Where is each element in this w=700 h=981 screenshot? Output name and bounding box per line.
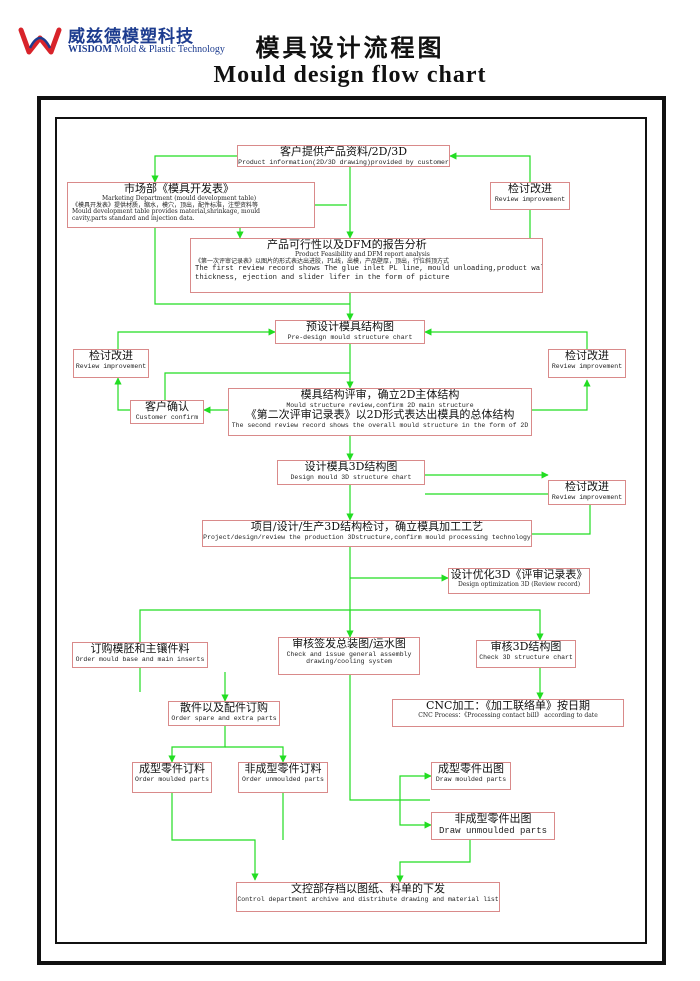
wisdom-logo-icon [18, 27, 62, 55]
node-draw-moulded: 成型零件出图 Draw moulded parts [431, 762, 511, 790]
node-predesign: 预设计模具结构图 Pre-design mould structure char… [275, 320, 425, 344]
inner-frame [55, 117, 647, 944]
node-review-4: 检讨改进 Review improvement [548, 480, 626, 505]
node-review-3: 检讨改进 Review improvement [548, 349, 626, 378]
outer-frame [37, 96, 666, 965]
company-logo: 威兹德模塑科技 WISDOM Mold & Plastic Technology [18, 22, 225, 62]
node-project-review: 项目/设计/生产3D结构检讨，确立模具加工工艺 Project/design/r… [202, 520, 532, 547]
node-optimize-3d: 设计优化3D《评审记录表》 Design optimization 3D (Re… [448, 568, 590, 594]
node-design-3d: 设计模具3D结构图 Design mould 3D structure char… [277, 460, 425, 485]
node-feasibility: 产品可行性以及DFM的报告分析 Product Feasibility and … [190, 238, 543, 293]
node-draw-unmoulded: 非成型零件出图 Draw unmoulded parts [431, 812, 555, 840]
node-structure-review: 模具结构评审，确立2D主体结构 Mould structure review,c… [228, 388, 532, 436]
node-order-mould-base: 订购模胚和主镶件料 Order mould base and main inse… [72, 642, 208, 668]
node-spare-parts: 散件以及配件订购 Order spare and extra parts [168, 701, 280, 726]
page-title-cn: 模具设计流程图 [255, 34, 445, 62]
node-check-assembly: 审核签发总装图/运水图 Check and issue general asse… [278, 637, 420, 675]
node-check-3d: 审核3D结构图 Check 3D structure chart [476, 640, 576, 668]
node-order-unmoulded: 非成型零件订料 Order unmoulded parts [238, 762, 328, 793]
node-order-moulded: 成型零件订料 Order moulded parts [132, 762, 212, 793]
node-marketing: 市场部《模具开发表》 Marketing Department (mould d… [67, 182, 315, 228]
node-review-2: 检讨改进 Review improvement [73, 349, 149, 378]
node-review-1: 检讨改进 Review improvement [490, 182, 570, 210]
page-title-en: Mould design flow chart [213, 62, 487, 88]
node-customer-info: 客户提供产品资料/2D/3D Product information(2D/3D… [237, 145, 450, 167]
node-archive: 文控部存档以图纸、料单的下发 Control department archiv… [236, 882, 500, 912]
brand-name-en: WISDOM Mold & Plastic Technology [68, 44, 225, 55]
brand-name-cn: 威兹德模塑科技 [68, 27, 194, 47]
node-customer-confirm: 客户确认 Customer confirm [130, 400, 204, 424]
node-cnc: CNC加工：《加工联络单》按日期 CNC Process：《Processing… [392, 699, 624, 727]
